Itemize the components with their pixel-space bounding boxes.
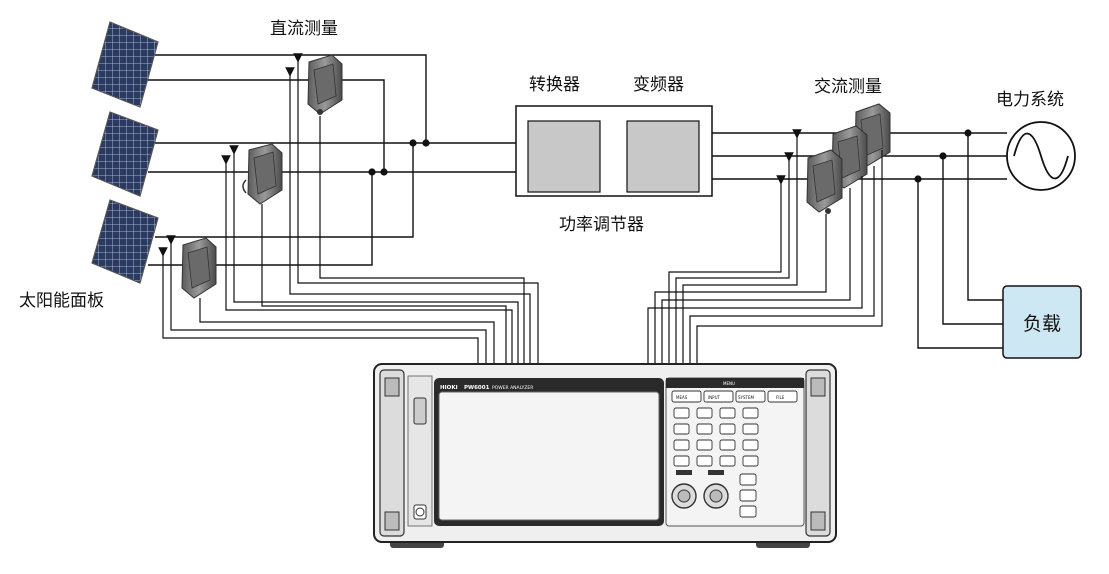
- dc-junction-dots: [368, 139, 430, 176]
- label-solar-panel: 太阳能面板: [19, 291, 104, 311]
- solar-panel-2: [91, 111, 159, 197]
- analyzer-menu-buttons: MEAS INPUT SYSTEM FILE: [671, 390, 798, 403]
- label-power-system: 电力系统: [996, 90, 1064, 110]
- solar-panel-3: [91, 199, 159, 284]
- load-box: [1002, 285, 1082, 359]
- label-ac-measurement: 交流测量: [814, 77, 882, 97]
- dc-wiring: [148, 54, 516, 266]
- label-converter: 转换器: [529, 75, 580, 95]
- dc-sensor-3: [181, 237, 217, 299]
- menu-button-meas[interactable]: MEAS: [676, 395, 688, 400]
- dc-sensor-1: [307, 54, 343, 115]
- analyzer-subtitle: POWER ANALYZER: [492, 385, 533, 391]
- dc-sensor-2: [242, 143, 283, 205]
- label-dc-measurement: 直流测量: [270, 19, 338, 39]
- ac-source-icon: [1006, 121, 1076, 191]
- analyzer-brand: HIOKI: [440, 385, 458, 391]
- power-icon[interactable]: [415, 507, 425, 517]
- menu-button-system[interactable]: SYSTEM: [738, 395, 754, 400]
- ac-sensor-3: [806, 149, 843, 214]
- analyzer-knobs: [671, 470, 729, 509]
- solar-panel-1: [91, 21, 159, 108]
- menu-button-file[interactable]: FILE: [776, 395, 785, 400]
- label-power-conditioner: 功率调节器: [559, 215, 644, 235]
- analyzer-menu-label: MENU: [723, 381, 735, 386]
- power-analyzer: HIOKI PW6001 POWER ANALYZER MENU MEAS IN…: [373, 363, 837, 548]
- analyzer-model: PW6001: [464, 385, 490, 391]
- menu-button-input[interactable]: INPUT: [708, 395, 721, 400]
- label-inverter: 变频器: [633, 75, 684, 95]
- dc-signal-cables: [158, 53, 539, 365]
- load-wiring: [917, 133, 1003, 349]
- power-conditioner-box: [515, 105, 713, 197]
- label-load: 负载: [1022, 312, 1061, 335]
- ac-signal-cables: [647, 129, 883, 365]
- analyzer-keypad: [673, 407, 759, 518]
